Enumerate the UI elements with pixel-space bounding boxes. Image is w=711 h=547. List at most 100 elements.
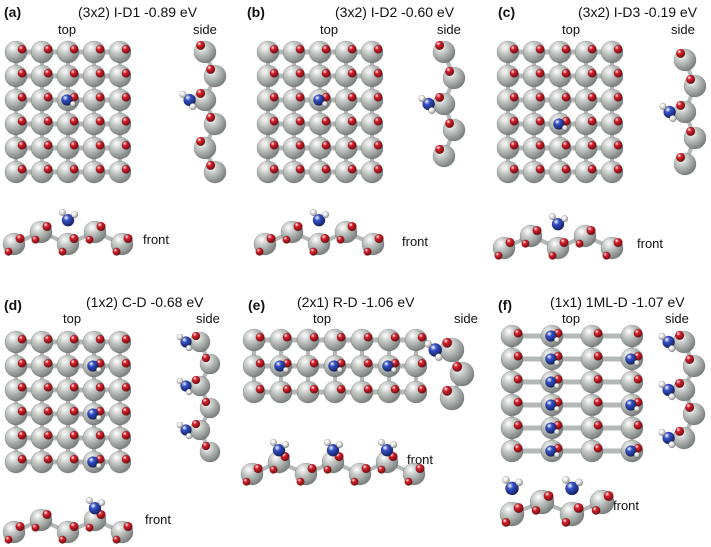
- o-atom: [121, 358, 131, 368]
- n-atom: [551, 217, 565, 231]
- o-atom: [347, 116, 357, 126]
- o-atom: [17, 406, 27, 416]
- o-atom: [295, 68, 305, 78]
- o-atom: [15, 233, 25, 244]
- h-atom: [633, 405, 641, 412]
- o-atom: [255, 332, 265, 342]
- o-atom: [43, 92, 53, 102]
- o-atom: [561, 68, 571, 78]
- h-atom: [553, 336, 561, 343]
- o-atom: [521, 239, 530, 248]
- h-atom: [560, 215, 569, 223]
- o-atom: [85, 235, 94, 244]
- o-atom: [587, 164, 597, 174]
- o-atom: [269, 68, 279, 78]
- h-atom: [553, 359, 561, 366]
- o-atom: [417, 332, 427, 342]
- o-atom: [373, 68, 383, 78]
- o-atom: [58, 247, 67, 256]
- o-atom: [255, 384, 265, 394]
- o-atom: [613, 92, 623, 102]
- o-atom: [282, 332, 292, 342]
- o-atom: [321, 116, 331, 126]
- h-atom: [669, 114, 677, 123]
- o-atom: [535, 140, 545, 150]
- o-atom: [43, 382, 53, 392]
- o-atom: [17, 92, 27, 102]
- o-atom: [205, 64, 216, 75]
- o-atom: [121, 68, 131, 78]
- o-atom: [266, 233, 276, 244]
- o-atom: [674, 330, 685, 341]
- panel-label: (a): [4, 4, 22, 20]
- n-atom: [61, 213, 75, 227]
- o-atom: [513, 420, 523, 430]
- o-atom: [43, 406, 53, 416]
- o-atom: [559, 237, 569, 248]
- o-atom: [321, 140, 331, 150]
- o-atom: [593, 397, 603, 407]
- o-atom: [121, 92, 131, 102]
- o-atom: [201, 353, 211, 363]
- n-atom: [88, 501, 102, 515]
- h-atom: [562, 476, 570, 484]
- o-atom: [587, 68, 597, 78]
- h-atom: [561, 124, 569, 131]
- o-atom: [121, 44, 131, 54]
- o-atom: [195, 136, 206, 147]
- o-atom: [363, 247, 372, 256]
- o-atom: [17, 382, 27, 392]
- n-atom: [87, 408, 99, 420]
- n-atom: [87, 456, 99, 468]
- o-atom: [269, 44, 279, 54]
- o-atom: [535, 116, 545, 126]
- o-atom: [17, 68, 27, 78]
- h-atom: [515, 478, 524, 487]
- o-atom: [561, 44, 571, 54]
- n-atom: [180, 380, 192, 392]
- side-view-label: side: [665, 311, 689, 326]
- n-atom: [180, 424, 192, 436]
- o-atom: [561, 164, 571, 174]
- o-atom: [363, 358, 373, 368]
- o-atom: [417, 384, 427, 394]
- h-atom: [658, 380, 666, 389]
- h-atom: [553, 382, 561, 389]
- o-atom: [269, 164, 279, 174]
- o-atom: [69, 164, 79, 174]
- n-atom: [313, 94, 325, 106]
- o-atom: [282, 384, 292, 394]
- h-atom: [668, 393, 676, 401]
- o-atom: [613, 164, 623, 174]
- o-atom: [587, 92, 597, 102]
- o-atom: [43, 454, 53, 464]
- o-atom: [363, 332, 373, 342]
- o-atom: [675, 48, 686, 59]
- h-atom: [322, 211, 330, 219]
- front-view-label: front: [402, 234, 429, 249]
- o-atom: [309, 332, 319, 342]
- o-atom: [593, 420, 603, 430]
- o-atom: [195, 40, 206, 51]
- o-atom: [336, 384, 346, 394]
- o-atom: [444, 118, 455, 129]
- o-atom: [121, 454, 131, 464]
- n-atom: [545, 422, 557, 434]
- top-view-label: top: [58, 22, 77, 37]
- o-atom: [321, 68, 331, 78]
- o-atom: [347, 68, 357, 78]
- o-atom: [121, 382, 131, 392]
- o-atom: [336, 235, 345, 244]
- o-atom: [374, 233, 384, 244]
- o-atom: [417, 358, 427, 368]
- o-atom: [323, 465, 332, 474]
- o-atom: [253, 463, 263, 474]
- o-atom: [347, 44, 357, 54]
- h-atom: [390, 441, 398, 449]
- o-atom: [587, 44, 597, 54]
- side-view-label: side: [193, 22, 217, 37]
- o-atom: [444, 66, 455, 77]
- o-atom: [513, 502, 524, 514]
- o-atom: [295, 116, 305, 126]
